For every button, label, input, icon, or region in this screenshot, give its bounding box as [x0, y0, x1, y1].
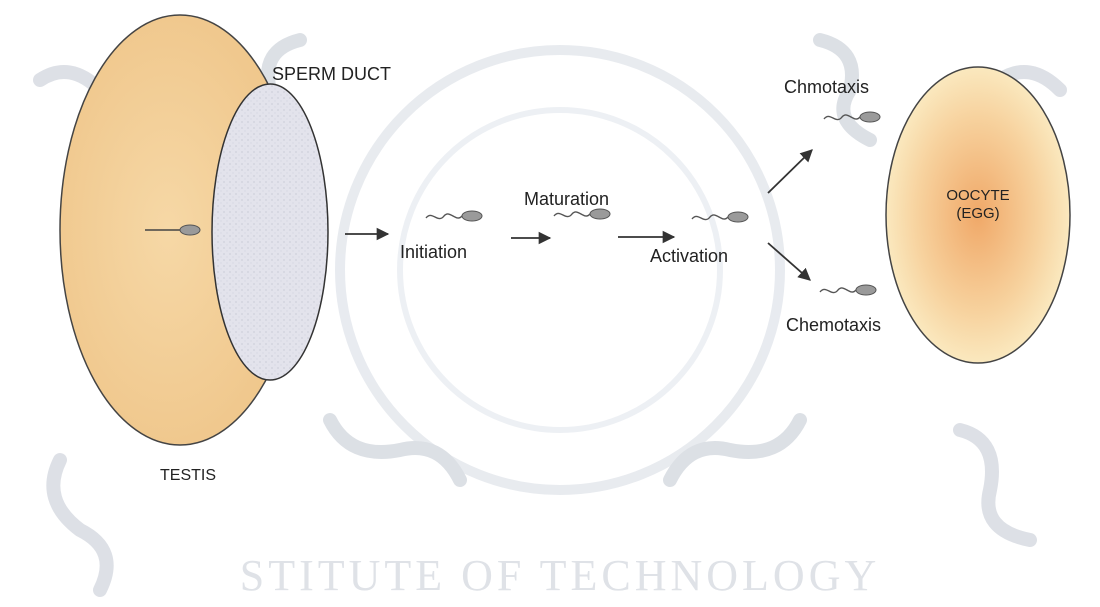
sperm-icon [426, 211, 482, 221]
oocyte-label-line2: (EGG) [956, 205, 999, 222]
sperm-icon [820, 285, 876, 295]
maturation-label: Maturation [524, 189, 609, 209]
sperm-duct-shape [212, 84, 328, 380]
chmotaxis-label: Chmotaxis [784, 77, 869, 97]
watermark-text: STITUTE OF TECHNOLOGY [240, 551, 881, 600]
initiation-label: Initiation [400, 242, 467, 262]
arrow-icon [768, 150, 812, 193]
chemotaxis-label: Chemotaxis [786, 315, 881, 335]
sperm-icon [692, 212, 748, 222]
sperm-icon [554, 209, 610, 219]
oocyte-label-line1: OOCYTE [946, 187, 1009, 204]
activation-label: Activation [650, 246, 728, 266]
sperm-duct-label: SPERM DUCT [272, 64, 391, 84]
testis-label: TESTIS [160, 467, 216, 484]
arrow-icon [768, 243, 810, 280]
